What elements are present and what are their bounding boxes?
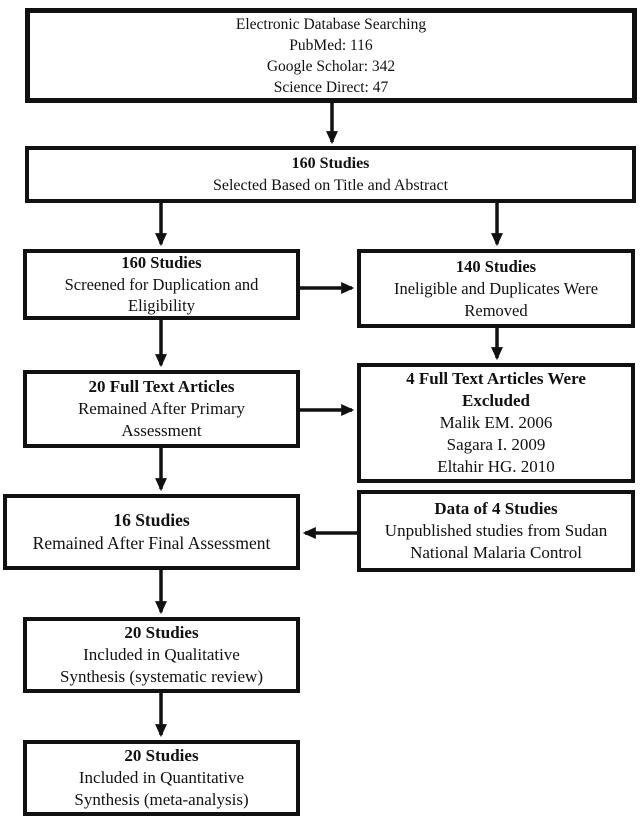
box-screened-duplication: 160 Studies Screened for Duplication and… xyxy=(23,249,300,320)
box-title: 16 Studies xyxy=(113,510,190,530)
box-body: Selected Based on Title and Abstract xyxy=(212,176,449,194)
box-title: 4 Full Text Articles Were Excluded xyxy=(406,369,586,410)
box-body: Included in Qualitative Synthesis (syste… xyxy=(59,645,263,686)
box-ineligible-removed: 140 Studies Ineligible and Duplicates We… xyxy=(357,249,635,328)
box-database-searching: Electronic Database Searching PubMed: 11… xyxy=(25,8,637,103)
box-body: Screened for Duplication and Eligibility xyxy=(64,274,259,316)
box-quantitative-synthesis: 20 Studies Included in Quantitative Synt… xyxy=(23,740,300,816)
box-title: 20 Studies xyxy=(124,746,199,765)
box-unpublished-data: Data of 4 Studies Unpublished studies fr… xyxy=(357,490,635,572)
box-body: Malik EM. 2006 Sagara I. 2009 Eltahir HG… xyxy=(437,413,555,476)
box-title-abstract-selection: 160 Studies Selected Based on Title and … xyxy=(25,146,636,203)
box-body: Remained After Primary Assessment xyxy=(77,399,246,440)
box-primary-assessment: 20 Full Text Articles Remained After Pri… xyxy=(23,370,300,448)
box-qualitative-synthesis: 20 Studies Included in Qualitative Synth… xyxy=(23,617,300,693)
box-title: 160 Studies xyxy=(121,253,202,273)
box-title: 20 Studies xyxy=(124,623,199,642)
box-full-text-excluded: 4 Full Text Articles Were Excluded Malik… xyxy=(357,363,635,483)
box-body: Unpublished studies from Sudan National … xyxy=(384,521,608,562)
box-body: Remained After Final Assessment xyxy=(32,533,271,553)
box-body: Electronic Database Searching PubMed: 11… xyxy=(235,15,427,96)
box-title: 20 Full Text Articles xyxy=(88,377,235,396)
box-body: Included in Quantitative Synthesis (meta… xyxy=(74,768,249,809)
box-body: Ineligible and Duplicates Were Removed xyxy=(393,278,599,320)
box-title: 140 Studies xyxy=(455,256,537,276)
box-final-assessment: 16 Studies Remained After Final Assessme… xyxy=(3,494,300,570)
box-title: 160 Studies xyxy=(291,154,370,172)
box-title: Data of 4 Studies xyxy=(434,499,558,518)
